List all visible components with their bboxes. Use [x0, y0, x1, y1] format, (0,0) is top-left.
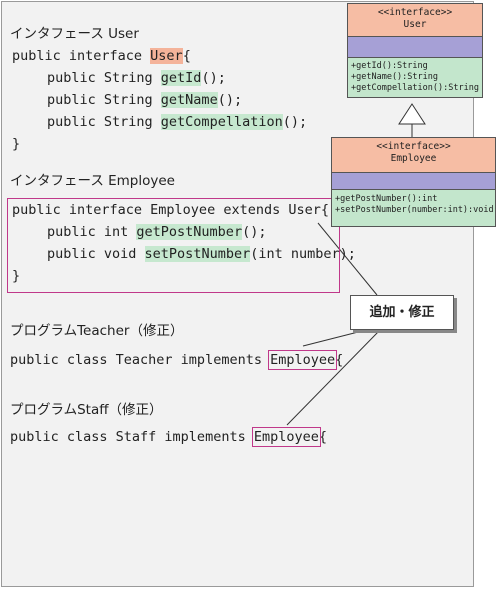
callout-added-modified: 追加・修正: [350, 295, 454, 330]
user-close-brace: }: [12, 136, 21, 152]
teacher-code-brace: {: [335, 352, 344, 368]
user-method-row: public String getName();: [47, 91, 242, 109]
uml-user-interface-box: <<interface>> User +getId():String +getN…: [347, 3, 483, 98]
user-declaration: public interface User{: [12, 47, 191, 65]
method-setpostnumber-highlight: setPostNumber: [144, 246, 251, 262]
employee-heading: インタフェース Employee: [10, 173, 175, 189]
staff-heading: プログラムStaff（修正）: [10, 402, 163, 418]
uml-user-stereotype: <<interface>>: [377, 7, 453, 18]
uml-employee-header: <<interface>> Employee: [332, 138, 495, 173]
method-getname-highlight: getName: [160, 92, 218, 108]
method-suffix: ();: [242, 224, 267, 240]
uml-user-op: +getId():String: [351, 61, 428, 71]
uml-employee-name: Employee: [390, 153, 437, 164]
employee-method-row: public void setPostNumber(int number);: [47, 245, 356, 263]
diagram-panel: [1, 1, 474, 587]
staff-code: public class Staff implements Employee{: [10, 427, 328, 447]
uml-user-operations: +getId():String +getName():String +getCo…: [348, 58, 482, 97]
method-suffix: (int number);: [250, 246, 356, 262]
method-getpostnumber-highlight: getPostNumber: [136, 224, 243, 240]
method-return-type: public String: [47, 114, 161, 130]
user-method-row: public String getCompellation();: [47, 113, 307, 131]
user-decl-prefix: public interface: [12, 48, 151, 64]
method-suffix: ();: [217, 92, 243, 108]
teacher-code-prefix: public class Teacher implements: [10, 352, 271, 368]
user-heading: インタフェース User: [10, 26, 139, 42]
method-suffix: ();: [282, 114, 308, 130]
teacher-code: public class Teacher implements Employee…: [10, 350, 344, 370]
employee-close-brace: }: [12, 268, 21, 284]
method-return-type: public String: [47, 70, 161, 86]
uml-user-name: User: [403, 19, 427, 30]
staff-employee-highlight: Employee: [251, 427, 321, 447]
uml-user-op: +getName():String: [351, 72, 438, 82]
method-return-type: public String: [47, 92, 161, 108]
callout-pointer-staff: [286, 329, 381, 426]
teacher-employee-highlight: Employee: [268, 350, 338, 370]
method-return-type: public void: [47, 246, 145, 262]
user-decl-name-highlight: User: [150, 48, 183, 64]
employee-method-row: public int getPostNumber();: [47, 223, 266, 241]
method-return-type: public int: [47, 224, 137, 240]
employee-declaration: public interface Employee extends User{: [12, 202, 329, 218]
method-suffix: ();: [201, 70, 226, 86]
uml-employee-stereotype: <<interface>>: [376, 141, 451, 152]
teacher-heading: プログラムTeacher（修正）: [10, 323, 184, 339]
uml-user-header: <<interface>> User: [348, 4, 482, 37]
callout-pointer-employee: [317, 222, 378, 296]
user-method-row: public String getId();: [47, 69, 226, 87]
uml-user-attributes: [348, 37, 482, 58]
staff-code-brace: {: [318, 429, 328, 445]
uml-employee-interface-box: <<interface>> Employee +getPostNumber():…: [331, 137, 496, 227]
generalization-arrowhead: [398, 103, 426, 125]
method-getcompellation-highlight: getCompellation: [160, 114, 283, 130]
uml-employee-op: +setPostNumber(number:int):void: [335, 205, 494, 215]
uml-user-op: +getCompellation():String: [351, 83, 479, 93]
uml-employee-op: +getPostNumber():int: [335, 194, 438, 204]
staff-code-prefix: public class Staff implements: [10, 429, 254, 445]
uml-employee-operations: +getPostNumber():int +setPostNumber(numb…: [332, 190, 495, 226]
employee-code-box: [7, 198, 340, 293]
uml-employee-attributes: [332, 173, 495, 190]
callout-pointer-teacher: [302, 329, 367, 347]
user-decl-brace: {: [182, 48, 191, 64]
method-getid-highlight: getId: [160, 70, 202, 86]
